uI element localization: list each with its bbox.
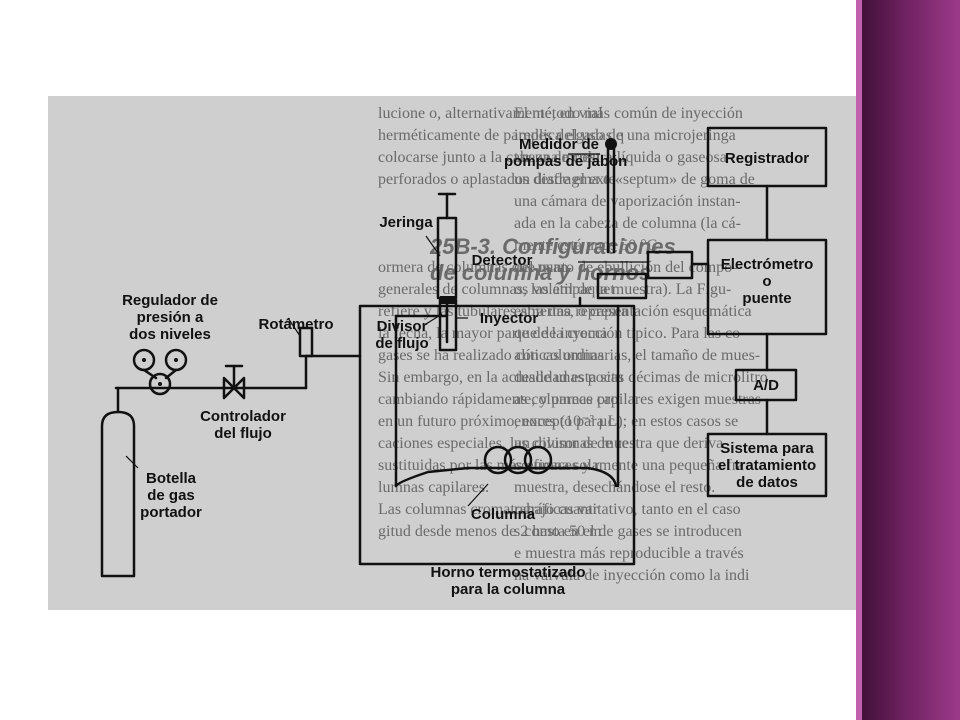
label-ad: A/D [753,377,779,394]
background-text-line: columna solamente una pequeña fra [514,457,745,474]
detector-box [646,250,694,280]
background-text-line: Sin embargo, en la actualidad esta situ [378,369,624,386]
background-text-line: una cámara de vaporización instan- [514,193,741,210]
inyector-cap [440,296,456,304]
background-text-line: lucione o, alternativamente, en vial [378,105,603,122]
background-text-line: herméticamente de paredes delgadas q [378,127,625,144]
label-regulador: Regulador de presión a dos niveles [122,292,218,343]
label-sistema: Sistema para el tratamiento de datos [717,440,817,491]
coil-2 [503,445,533,475]
background-text-line: gitud desde menos de 2 hasta 50 m [378,523,602,540]
background-text-line: en un futuro próximo, excepto para c [378,413,615,430]
background-text-line: un diafragma o «septum» de goma de [514,171,755,188]
decorative-side-band [856,0,960,720]
background-text-line: implica el uso de una microjeringa [514,127,736,144]
label-divisor: Divisor de flujo [375,318,429,352]
background-text-line: ormera de columnas que usan [378,259,569,276]
flow-valve [222,376,246,400]
background-heading-1: 25B-3. Configuraciones [430,234,676,259]
background-text-line: gases se ha realizado con columnas [378,347,605,364]
background-text-line: perforados o aplastados desde el exte [378,171,616,188]
rotametro-tube [298,326,314,358]
label-inyector: Inyector [479,310,539,327]
label-rotametro: Rotámetro [258,316,334,333]
background-text-line: rabajo cuantitativo, tanto en el caso [514,501,741,518]
coil-1 [483,445,513,475]
detector-base [596,272,648,300]
background-text-line: sustituidas por las más eficaces y r [378,457,600,474]
background-text-line: caciones especiales, las columnas de re [378,435,629,452]
column-bottom [394,466,618,488]
label-detector: Detector [471,252,533,269]
gauge-needle-1 [142,358,146,362]
background-text-line: la fecha, la mayor parte de la croma [378,325,608,342]
background-text-line: desde unas pocas décimas de microlitro [514,369,768,386]
background-text-line: El método más común de inyección [514,105,743,122]
background-text-line: del punto de ebullición del compo- [514,259,738,276]
background-text-line: e muestra más reproducible a través [514,545,744,562]
gas-bottle [100,410,136,578]
soap-meter-bulb [605,138,617,150]
coil-3 [523,445,553,475]
label-jeringa: Jeringa [379,214,433,231]
syringe-barrel [436,216,458,300]
label-registrador: Registrador [724,150,810,167]
background-text-line: ada en la cabeza de columna (la cá- [514,215,741,232]
gauge-needle-3 [158,382,162,386]
background-text-line: Las columnas cromatográficas var [378,501,598,518]
background-text-line: cambiando rápidamente, y parece pro [378,391,619,408]
background-text-line: colocarse junto a la cabeza de colu [378,149,601,166]
background-text-line: que de inyección típico. Para las co- [514,325,746,342]
background-text-line: mente está unos 50 °C [514,237,658,254]
background-text-line: os volátil de la muestra). La Figu- [514,281,732,298]
background-text-line: s como en el de gases se introducen [514,523,742,540]
background-text-line: na válvula de inyección como la indi [514,567,750,584]
gauge-3 [148,372,172,396]
label-electrometro: Electrómetro o puente [720,256,814,307]
background-text-line: tar una muestra líquida o gaseosa [514,149,727,166]
background-text-line: as columnas capilares exigen muestras [514,391,762,408]
background-text-line: lumnas capilares. [378,479,490,496]
label-columna: Columna [470,506,536,523]
chromatograph-schematic [100,126,828,578]
label-botella: Botella de gas portador [140,470,202,521]
gauge-needle-2 [174,358,178,362]
background-text-line: muestra, desechándose el resto. [514,479,716,496]
label-medidor: Medidor de pompas de jabón [504,136,628,170]
label-controlador: Controlador del flujo [200,408,286,442]
background-text-line: enores (10⁻³ µL); en estos casos se [514,413,739,430]
background-text-line: alíticas ordinarias, el tamaño de mues- [514,347,761,364]
horno-box [358,304,636,566]
label-horno: Horno termostatizado para la columna [430,564,586,598]
scanned-figure: lucione o, alternativamente, en vial herm… [48,96,856,610]
background-heading-2: de columna y hornos [430,260,652,285]
